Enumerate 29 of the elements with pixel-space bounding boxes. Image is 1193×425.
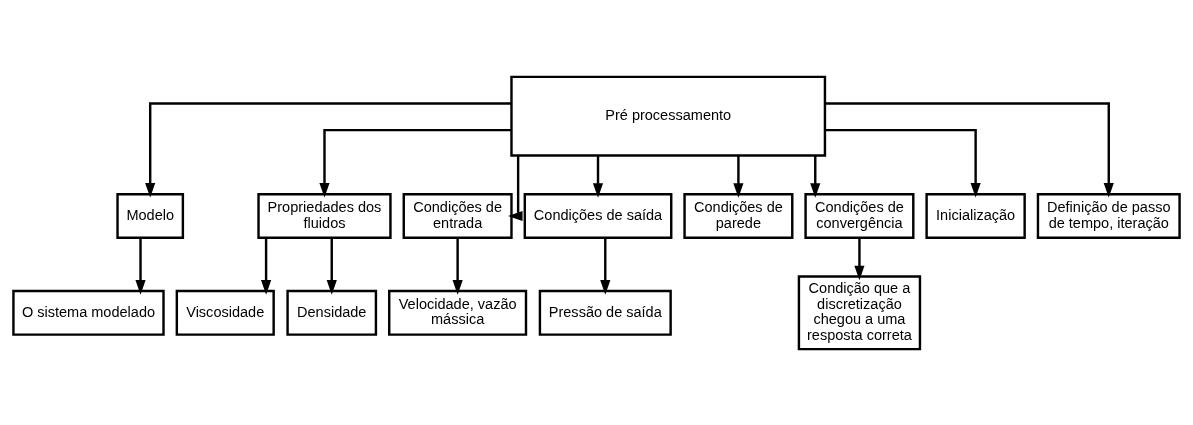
arrow: [600, 237, 611, 295]
node-box: Densidade: [286, 289, 378, 336]
node-box: Condições de entrada: [402, 192, 513, 239]
node-box: Definição de passo de tempo, iteração: [1036, 192, 1181, 239]
arrow: [854, 237, 865, 280]
node-box: O sistema modelado: [12, 289, 165, 336]
arrow: [825, 128, 981, 198]
node-box: Condições de saída: [523, 192, 673, 239]
node-box: Condições de parede: [683, 192, 794, 239]
arrow: [319, 128, 512, 198]
node-box: Viscosidade: [175, 289, 275, 336]
node-box: Velocidade, vazão mássica: [388, 289, 528, 336]
node-box: Propriedades dos fluidos: [257, 192, 392, 239]
node-box: Modelo: [116, 192, 185, 239]
node-box: Pressão de saída: [538, 289, 672, 336]
node-box: Pré processamento: [510, 75, 827, 157]
node-box: Condições de convergência: [804, 192, 915, 239]
arrow: [326, 237, 337, 295]
arrow: [261, 237, 272, 295]
arrow: [592, 155, 604, 198]
arrow: [733, 155, 744, 198]
arrow: [825, 101, 1114, 197]
node-box: Inicialização: [925, 192, 1026, 239]
node-box: Condição que a discretização chegou a uma resposta correta: [797, 274, 922, 350]
arrow: [135, 237, 146, 295]
arrow: [508, 155, 523, 221]
arrow: [810, 155, 821, 198]
arrow: [452, 237, 463, 295]
arrow: [145, 101, 512, 197]
